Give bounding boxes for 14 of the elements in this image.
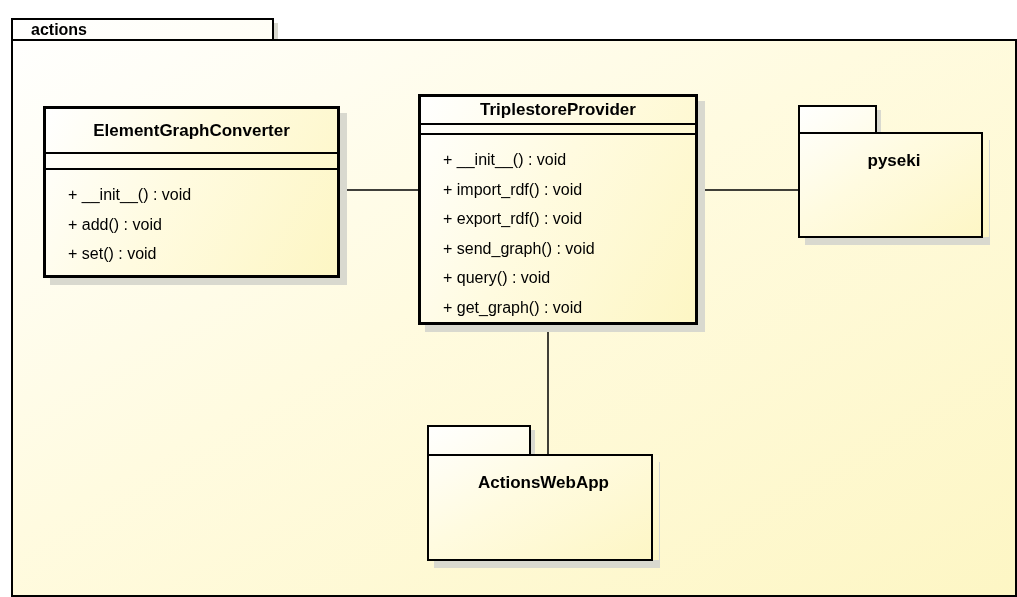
- operation-text: + __init__() : void: [443, 150, 567, 171]
- package-name: ActionsWebApp: [477, 473, 610, 493]
- operation-text: + __init__() : void: [68, 185, 192, 206]
- operation-text: + import_rdf() : void: [443, 179, 583, 200]
- operation-text: + export_rdf() : void: [443, 209, 583, 229]
- operation-text: + add() : void: [68, 214, 162, 235]
- operation-text: + set() : void: [68, 244, 157, 264]
- class-name: ElementGraphConverter: [93, 120, 290, 141]
- package-name: pyseki: [866, 151, 922, 171]
- package-name: actions: [31, 21, 87, 39]
- class-name: TriplestoreProvider: [480, 99, 636, 120]
- operation-text: + query() : void: [443, 268, 551, 288]
- operation-text: + send_graph() : void: [443, 238, 595, 259]
- operation-text: + get_graph() : void: [443, 297, 583, 318]
